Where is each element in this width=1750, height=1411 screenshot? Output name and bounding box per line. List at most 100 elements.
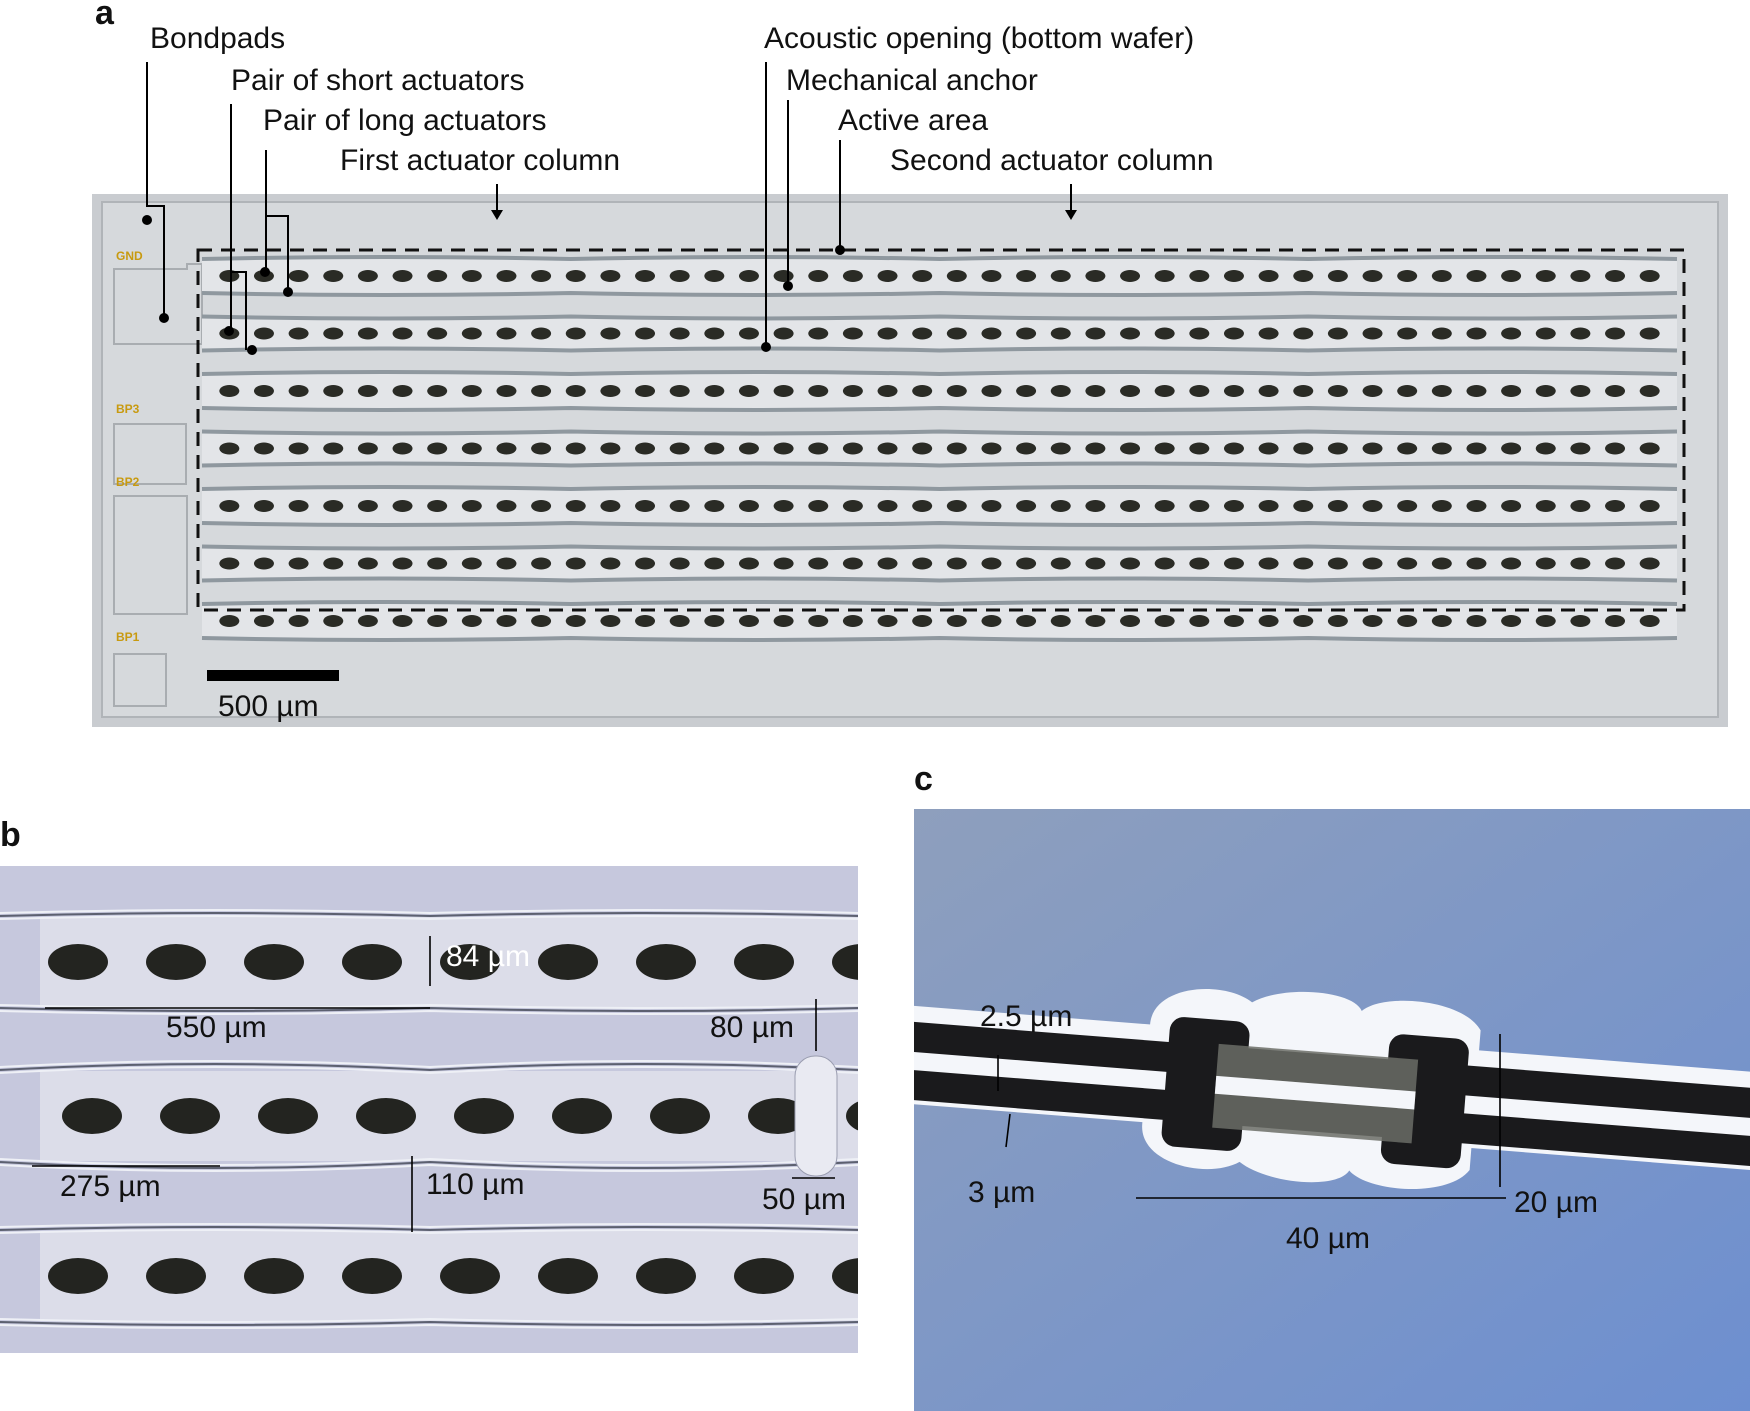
acoustic-opening xyxy=(1431,557,1452,570)
acoustic-opening xyxy=(538,1258,598,1294)
acoustic-opening xyxy=(1223,557,1244,570)
acoustic-opening xyxy=(565,615,586,627)
actuator-beam xyxy=(0,915,858,921)
acoustic-opening xyxy=(392,270,413,282)
acoustic-opening xyxy=(392,500,413,512)
acoustic-opening xyxy=(440,1258,500,1294)
acoustic-opening xyxy=(357,615,378,627)
acoustic-opening xyxy=(738,500,759,512)
acoustic-opening xyxy=(1605,270,1626,282)
actuator-beam xyxy=(201,346,1678,353)
acoustic-opening xyxy=(531,442,552,455)
acoustic-opening xyxy=(912,500,933,512)
pointer-dot xyxy=(247,345,257,355)
acoustic-opening xyxy=(357,385,378,397)
acoustic-opening xyxy=(219,615,240,627)
acoustic-opening xyxy=(427,500,448,512)
acoustic-opening xyxy=(1050,327,1071,340)
panel-b-rows xyxy=(0,909,858,1329)
actuator-beam xyxy=(201,635,1678,642)
acoustic-opening xyxy=(773,442,794,455)
acoustic-opening xyxy=(1016,385,1037,397)
pad-label-gnd: GND xyxy=(116,249,143,263)
acoustic-opening xyxy=(738,327,759,340)
actuator-beam xyxy=(201,255,1678,262)
pointer-bondpads xyxy=(146,62,165,318)
acoustic-opening xyxy=(946,385,967,397)
pad-label-bp3: BP3 xyxy=(116,402,140,416)
acoustic-opening xyxy=(461,385,482,397)
acoustic-opening xyxy=(981,500,1002,512)
acoustic-opening xyxy=(1085,557,1106,570)
pad-label-bp2: BP2 xyxy=(116,475,140,489)
acoustic-opening xyxy=(288,385,309,397)
acoustic-opening xyxy=(1085,500,1106,512)
pointer-dot xyxy=(783,281,793,291)
pointer-dot xyxy=(260,267,270,277)
acoustic-opening xyxy=(288,615,309,627)
membrane-strip xyxy=(202,489,1677,523)
acoustic-opening xyxy=(1016,270,1037,282)
actuator-rows xyxy=(201,255,1678,642)
acoustic-opening xyxy=(1639,385,1660,397)
pad-label-bp1: BP1 xyxy=(116,630,140,644)
acoustic-opening xyxy=(877,327,898,340)
acoustic-opening xyxy=(704,557,725,570)
acoustic-opening xyxy=(912,615,933,627)
acoustic-opening xyxy=(1466,500,1487,512)
acoustic-opening xyxy=(1327,500,1348,512)
acoustic-opening xyxy=(946,557,967,570)
dim-40-label: 40 µm xyxy=(1286,1222,1370,1255)
acoustic-opening xyxy=(356,1098,416,1134)
acoustic-opening xyxy=(738,615,759,627)
acoustic-opening xyxy=(219,500,240,512)
acoustic-opening xyxy=(669,500,690,512)
panel-c-letter: c xyxy=(914,760,933,798)
acoustic-opening xyxy=(565,270,586,282)
acoustic-opening xyxy=(1120,442,1141,455)
acoustic-opening xyxy=(288,442,309,455)
acoustic-opening xyxy=(1501,270,1522,282)
acoustic-opening xyxy=(981,327,1002,340)
acoustic-opening xyxy=(1501,442,1522,455)
acoustic-opening xyxy=(1154,327,1175,340)
pointer-dot xyxy=(835,245,845,255)
acoustic-opening xyxy=(1362,327,1383,340)
membrane-strip xyxy=(202,431,1677,466)
pad-outline-bp1 xyxy=(113,653,167,707)
actuator-beam xyxy=(0,1066,858,1075)
acoustic-opening xyxy=(531,327,552,340)
acoustic-opening xyxy=(704,500,725,512)
acoustic-opening xyxy=(1223,385,1244,397)
acoustic-opening xyxy=(1535,270,1556,282)
acoustic-opening xyxy=(1501,615,1522,627)
acoustic-opening xyxy=(219,442,240,455)
acoustic-opening xyxy=(1362,442,1383,455)
pad-outline-bp3 xyxy=(113,423,187,485)
actuator-beam xyxy=(201,405,1678,412)
acoustic-opening xyxy=(357,270,378,282)
pointer-dot xyxy=(142,215,152,225)
acoustic-opening xyxy=(877,615,898,627)
acoustic-opening xyxy=(392,327,413,340)
hinge-structure xyxy=(914,989,1750,1190)
acoustic-opening xyxy=(392,615,413,627)
panel-c-micrograph xyxy=(914,809,1750,1411)
acoustic-opening xyxy=(531,500,552,512)
acoustic-opening xyxy=(1327,385,1348,397)
acoustic-opening xyxy=(1327,442,1348,455)
acoustic-opening xyxy=(635,327,656,340)
actuator-beam xyxy=(201,429,1678,436)
actuator-beam xyxy=(0,1323,858,1329)
actuator-beam xyxy=(201,544,1678,551)
acoustic-opening xyxy=(1223,615,1244,627)
acoustic-opening xyxy=(1639,442,1660,455)
acoustic-opening xyxy=(1293,615,1314,627)
actuator-beam xyxy=(0,1157,858,1166)
acoustic-opening xyxy=(427,385,448,397)
acoustic-opening xyxy=(669,385,690,397)
acoustic-opening xyxy=(538,944,598,980)
panel-b-letter: b xyxy=(0,816,21,854)
actuator-beam xyxy=(201,485,1678,492)
acoustic-opening xyxy=(531,270,552,282)
